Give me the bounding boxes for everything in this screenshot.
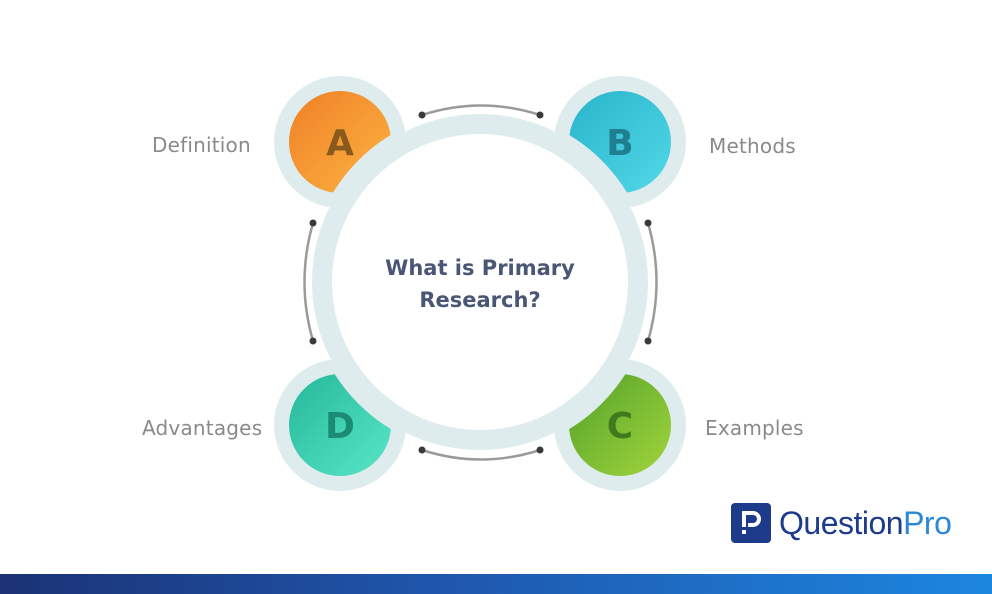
center-title-line1: What is Primary (385, 256, 575, 280)
node-d-label: Advantages (142, 416, 263, 440)
center-circle (332, 134, 628, 430)
node-b-label: Methods (709, 134, 796, 158)
connector-left (303, 222, 315, 342)
node-a-label: Definition (152, 133, 251, 157)
questionpro-logo[interactable]: QuestionPro (731, 503, 952, 543)
logo-mark-icon (731, 503, 771, 543)
node-a-letter: A (326, 123, 354, 164)
node-d-letter: D (325, 406, 355, 447)
footer-gradient-bar (0, 574, 992, 594)
center-title-line2: Research? (419, 288, 541, 312)
logo-wordmark: QuestionPro (779, 504, 952, 542)
logo-text-question: Question (779, 504, 904, 541)
connector-bottom (421, 448, 541, 461)
connector-top (421, 104, 541, 117)
connector-right (646, 222, 658, 342)
center-title: What is Primary Research? (330, 252, 630, 316)
connector-dots (309, 111, 652, 454)
logo-text-pro: Pro (903, 504, 952, 541)
node-c-label: Examples (705, 416, 804, 440)
node-c-letter: C (607, 406, 633, 447)
connectors (303, 104, 658, 461)
node-b-letter: B (606, 123, 633, 164)
